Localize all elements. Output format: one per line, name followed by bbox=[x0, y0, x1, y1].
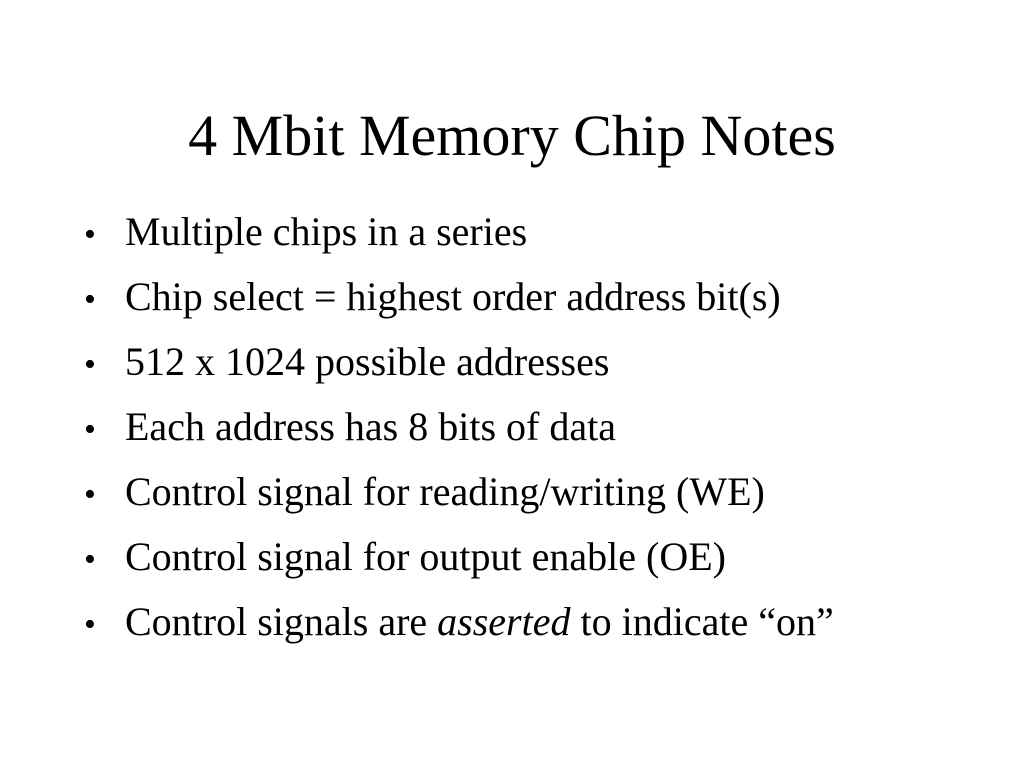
bullet-text-tail: to indicate “on” bbox=[570, 599, 834, 644]
emphasized-term: asserted bbox=[437, 599, 571, 644]
bullet-point-icon: • bbox=[84, 606, 96, 643]
bullet-text-main: Multiple chips in a series bbox=[125, 209, 528, 254]
bullet-item: • Control signal for output enable (OE) bbox=[84, 527, 984, 592]
bullet-point-icon: • bbox=[84, 346, 96, 383]
bullet-text: Control signals are asserted to indicate… bbox=[125, 592, 834, 652]
bullet-item: • Chip select = highest order address bi… bbox=[84, 267, 984, 332]
bullet-point-icon: • bbox=[84, 281, 96, 318]
bullet-text-main: 512 x 1024 possible addresses bbox=[125, 339, 610, 384]
bullet-text: Multiple chips in a series bbox=[125, 202, 527, 262]
slide-title: 4 Mbit Memory Chip Notes bbox=[188, 103, 836, 168]
bullet-text: 512 x 1024 possible addresses bbox=[125, 332, 609, 392]
bullet-text: Chip select = highest order address bit(… bbox=[125, 267, 781, 327]
bullet-text-main: Control signal for reading/writing (WE) bbox=[125, 469, 765, 514]
bullet-point-icon: • bbox=[84, 476, 96, 513]
bullet-list: • Multiple chips in a series • Chip sele… bbox=[84, 202, 984, 657]
bullet-item: • Each address has 8 bits of data bbox=[84, 397, 984, 462]
bullet-text: Each address has 8 bits of data bbox=[125, 397, 616, 457]
bullet-point-icon: • bbox=[84, 411, 96, 448]
bullet-text-main: Chip select = highest order address bit(… bbox=[125, 274, 781, 319]
bullet-point-icon: • bbox=[84, 216, 96, 253]
bullet-item: • 512 x 1024 possible addresses bbox=[84, 332, 984, 397]
bullet-text-main: Control signals are bbox=[125, 599, 438, 644]
bullet-item: • Control signal for reading/writing (WE… bbox=[84, 462, 984, 527]
bullet-text-main: Each address has 8 bits of data bbox=[125, 404, 616, 449]
bullet-item: • Multiple chips in a series bbox=[84, 202, 984, 267]
bullet-text: Control signal for output enable (OE) bbox=[125, 527, 726, 587]
bullet-item: • Control signals are asserted to indica… bbox=[84, 592, 984, 657]
bullet-text-main: Control signal for output enable (OE) bbox=[125, 534, 726, 579]
bullet-text: Control signal for reading/writing (WE) bbox=[125, 462, 765, 522]
bullet-point-icon: • bbox=[84, 541, 96, 578]
